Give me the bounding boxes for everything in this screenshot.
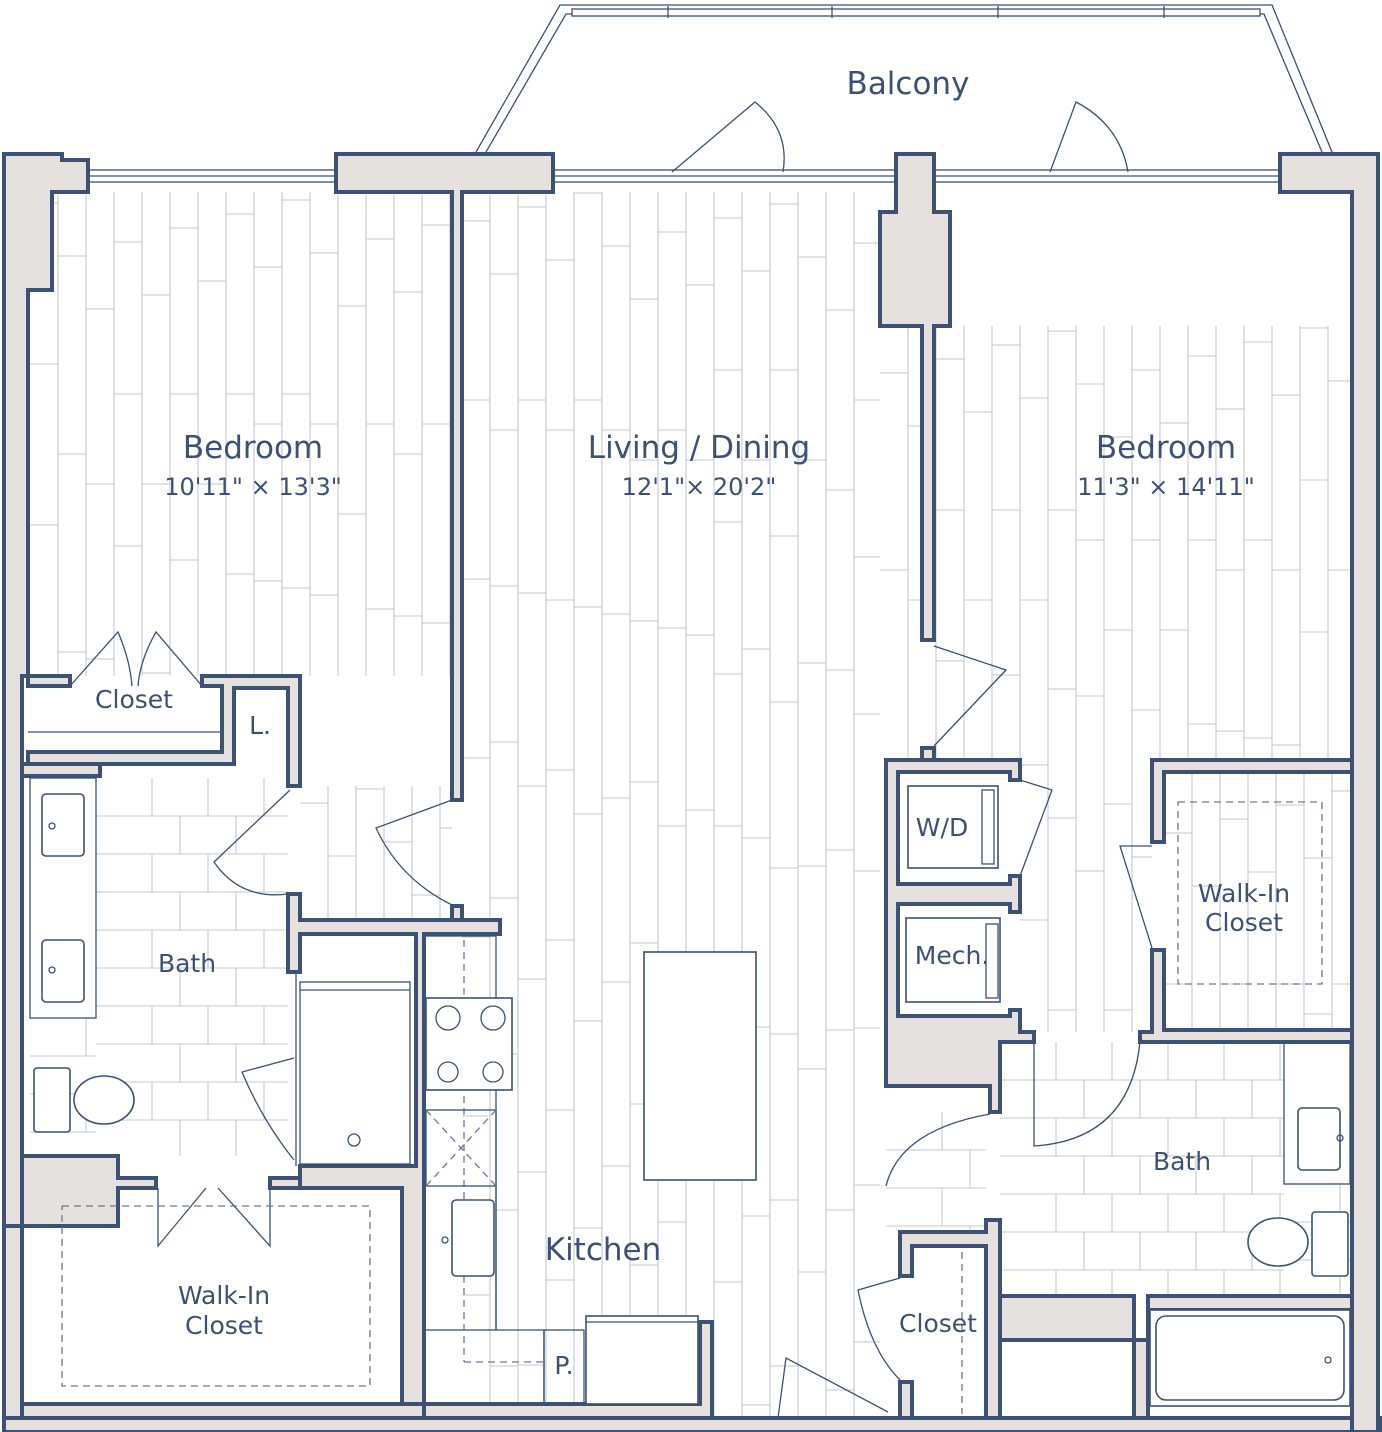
bedroom-left-dimensions: 10'11" × 13'3" (164, 473, 342, 501)
bath-left-label: Bath (158, 949, 216, 978)
living-dining-label: Living / Dining (588, 430, 810, 466)
walkin-left-line1: Walk-In (178, 1281, 270, 1310)
washer-dryer-label: W/D (916, 813, 968, 842)
bedroom-left-label: Bedroom (183, 430, 323, 466)
mechanical-label: Mech. (915, 941, 990, 970)
water-heater-icon (905, 917, 1001, 1003)
washer-dryer-icon (907, 785, 999, 869)
walls (2, 152, 1382, 1432)
fixtures (29, 777, 1351, 1414)
walkin-left-line2: Closet (185, 1311, 263, 1340)
pantry-label: P. (554, 1351, 573, 1380)
toilet-icon (1311, 1211, 1349, 1277)
bedroom-right-dimensions: 11'3" × 14'11" (1077, 473, 1255, 501)
refrigerator-icon (585, 1315, 699, 1405)
walkin-right-line2: Closet (1205, 908, 1283, 937)
living-dining-dimensions: 12'1"× 20'2" (622, 473, 777, 501)
pantry-box (543, 1329, 585, 1405)
sink-icon (41, 939, 85, 1003)
closet-right-label: Closet (899, 1309, 977, 1338)
closet-left-label: Closet (95, 685, 173, 714)
cooktop-icon (425, 997, 513, 1091)
toilet-icon (33, 1067, 71, 1133)
balcony-label: Balcony (847, 66, 970, 102)
flooring (30, 192, 1352, 1418)
kitchen-island (643, 951, 757, 1181)
kitchen-label: Kitchen (545, 1232, 662, 1268)
dishwasher-icon (425, 1109, 497, 1187)
balcony-doors (671, 101, 1129, 173)
sink-icon (451, 1199, 495, 1277)
room-labels: Balcony Bedroom 10'11" × 13'3" Living / … (95, 66, 1290, 1380)
balcony-outline (475, 4, 1333, 153)
windows (87, 169, 1282, 183)
bedroom-right-label: Bedroom (1096, 430, 1236, 466)
bath-right-label: Bath (1153, 1147, 1211, 1176)
sink-icon (41, 793, 85, 857)
sink-icon (1297, 1107, 1341, 1171)
linen-label: L. (249, 711, 271, 740)
shower-head-icon (347, 1133, 361, 1147)
walkin-right-line1: Walk-In (1198, 879, 1290, 908)
doors (69, 630, 1153, 1419)
